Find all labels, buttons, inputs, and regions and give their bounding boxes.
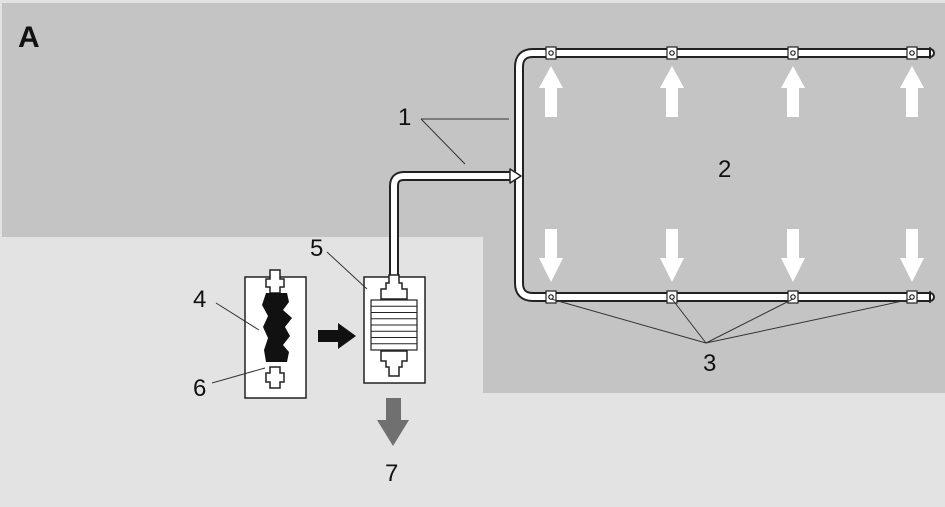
- pipe-fitting-top-1: [545, 46, 557, 60]
- panel-label: A: [18, 21, 40, 54]
- dirty-filter-unit: [244, 269, 307, 399]
- air-arrow-down-3: [781, 229, 805, 282]
- pipe-fitting-bottom-3: [787, 290, 799, 304]
- label-7: 7: [385, 460, 398, 487]
- label-4: 4: [193, 286, 206, 313]
- fitting-hole-top-3: [790, 50, 796, 56]
- label-3: 3: [703, 350, 716, 377]
- label-1: 1: [398, 104, 411, 131]
- leader-1-a: [420, 118, 466, 165]
- fitting-hole-top-4: [909, 50, 915, 56]
- leader-3-c: [705, 298, 794, 344]
- clean-filter-pleats: [370, 299, 418, 351]
- exit-arrow-gray: [377, 398, 409, 446]
- label-2: 2: [718, 156, 731, 183]
- air-arrow-down-4: [900, 229, 924, 282]
- pipe-fitting-top-3: [787, 46, 799, 60]
- air-arrow-up-4: [900, 66, 924, 117]
- leader-3-d: [705, 298, 913, 344]
- clean-filter-top-neck: [380, 274, 408, 300]
- label-5: 5: [310, 235, 323, 262]
- air-arrow-down-2: [660, 229, 684, 282]
- air-arrow-up-1: [539, 66, 563, 117]
- replace-arrow-black: [318, 323, 356, 349]
- dirty-filter-bottom-connector: [265, 366, 285, 389]
- pipe-fitting-bottom-1: [545, 290, 557, 304]
- pipe-fittings-top: [545, 46, 918, 60]
- clean-filter-bottom-neck: [380, 350, 408, 377]
- air-arrow-up-2: [660, 66, 684, 117]
- pipe-t-junction: [509, 168, 522, 184]
- leader-3-a: [550, 298, 707, 344]
- air-arrow-down-1: [539, 229, 563, 282]
- fitting-hole-top-2: [669, 50, 675, 56]
- clean-filter-unit: [363, 274, 426, 384]
- label-6: 6: [193, 375, 206, 402]
- leader-4: [215, 302, 260, 331]
- downward-air-arrows: [539, 229, 924, 282]
- pipe-network: [389, 47, 935, 303]
- pipe-fitting-top-4: [906, 46, 918, 60]
- leader-6: [211, 367, 266, 384]
- leader-5: [326, 251, 368, 290]
- upward-air-arrows: [539, 66, 924, 117]
- dirty-filter-clog: [262, 293, 292, 362]
- pipe-fitting-bottom-4: [906, 290, 918, 304]
- pipe-fitting-bottom-2: [666, 290, 678, 304]
- leader-lines: [211, 118, 913, 384]
- leader-3-b: [671, 298, 707, 344]
- pipe-fitting-top-2: [666, 46, 678, 60]
- air-arrow-up-3: [781, 66, 805, 117]
- fitting-hole-top-1: [548, 50, 554, 56]
